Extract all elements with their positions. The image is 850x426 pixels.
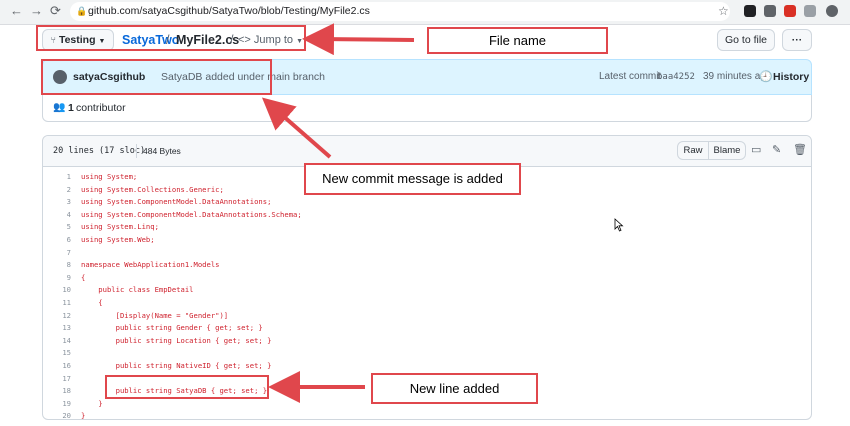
commit-hash[interactable]: baa4252: [657, 72, 695, 82]
line-number[interactable]: 15: [62, 348, 71, 358]
code-line: public class EmpDetail: [81, 285, 194, 295]
line-number[interactable]: 9: [66, 272, 71, 282]
caret-down-icon: ▼: [98, 38, 106, 45]
code-icon: <>: [238, 34, 251, 46]
history-icon: 🕘: [759, 71, 773, 83]
commit-time: 39 minutes ago: [703, 71, 772, 82]
code-line: }: [81, 411, 86, 421]
line-number[interactable]: 12: [62, 310, 71, 320]
line-number[interactable]: 2: [66, 184, 71, 194]
line-number[interactable]: 3: [66, 197, 71, 207]
line-number[interactable]: 14: [62, 335, 71, 345]
github-file-page: ⑂ Testing ▼ SatyaTwo / MyFile2.cs / <> J…: [0, 24, 850, 426]
address-bar[interactable]: 🔒 github.com/satyaCsgithub/SatyaTwo/blob…: [70, 2, 730, 21]
code-line: using System.ComponentModel.DataAnnotati…: [81, 197, 272, 207]
contributor-label[interactable]: contributor: [76, 102, 126, 114]
line-number[interactable]: 13: [62, 323, 71, 333]
avatar[interactable]: [53, 70, 67, 84]
reload-icon[interactable]: ⟳: [50, 3, 61, 18]
line-number[interactable]: 11: [62, 298, 71, 307]
code-line: {: [81, 298, 103, 307]
line-number[interactable]: 18: [62, 386, 71, 396]
contributors-bar: 👥 1 contributor: [42, 95, 812, 122]
file-name-callout: File name: [427, 27, 608, 54]
line-number[interactable]: 10: [62, 285, 71, 295]
code-line: namespace WebApplication1.Models: [81, 260, 220, 270]
code-line: {: [81, 272, 86, 282]
code-line: public string NativeID { get; set; }: [81, 361, 272, 370]
lock-icon: 🔒: [76, 6, 88, 16]
profile-avatar[interactable]: [826, 5, 838, 17]
forward-icon[interactable]: →: [30, 3, 43, 18]
code-line: using System;: [81, 172, 138, 181]
url-text: github.com/satyaCsgithub/SatyaTwo/blob/T…: [88, 5, 370, 17]
line-number[interactable]: 20: [62, 411, 71, 421]
divider: [136, 144, 137, 158]
new-line-callout: New line added: [371, 373, 538, 404]
commit-message-highlight: [41, 59, 272, 95]
breadcrumb-repo-link[interactable]: SatyaTwo: [122, 33, 180, 47]
code-line: [Display(Name = "Gender")]: [81, 310, 229, 320]
people-icon: 👥: [53, 102, 66, 113]
branch-icon: ⑂: [50, 35, 57, 45]
blame-button[interactable]: Blame: [708, 141, 746, 160]
breadcrumb-file-name: MyFile2.cs: [176, 33, 240, 47]
extension-icon[interactable]: [744, 5, 756, 17]
back-icon[interactable]: ←: [10, 3, 23, 18]
line-number[interactable]: 1: [66, 172, 71, 181]
more-options-button[interactable]: ···: [782, 29, 812, 51]
jump-to-label: Jump to: [253, 34, 294, 46]
code-line: public string Gender { get; set; }: [81, 323, 263, 333]
code-line: public string SatyaDB { get; set; }: [81, 386, 268, 396]
jump-to-menu[interactable]: <> Jump to ▼: [238, 34, 303, 46]
desktop-icon[interactable]: ▭: [751, 144, 762, 156]
commit-message-callout: New commit message is added: [304, 163, 521, 195]
code-line: }: [81, 398, 103, 408]
line-number[interactable]: 16: [62, 361, 71, 370]
extension-icon[interactable]: [764, 5, 776, 17]
line-number[interactable]: 5: [66, 222, 71, 232]
breadcrumb-separator: /: [166, 33, 170, 47]
extension-icon[interactable]: [784, 5, 796, 17]
mouse-cursor-icon: [614, 218, 624, 232]
raw-button[interactable]: Raw: [677, 141, 709, 160]
code-line: using System.Collections.Generic;: [81, 184, 224, 194]
line-number[interactable]: 7: [66, 247, 71, 257]
line-number[interactable]: 19: [62, 398, 71, 408]
browser-toolbar: ← → ⟳ 🔒 github.com/satyaCsgithub/SatyaTw…: [0, 0, 850, 25]
file-viewer: 20 lines (17 sloc) 484 Bytes Raw Blame ▭…: [42, 135, 812, 420]
branch-name: Testing: [58, 34, 96, 46]
line-number[interactable]: 8: [66, 260, 71, 270]
code-line: using System.Web;: [81, 235, 155, 244]
code-line: using System.Linq;: [81, 222, 159, 232]
latest-commit-label: Latest commit: [599, 71, 662, 82]
file-name-highlight: [36, 25, 306, 51]
caret-down-icon: ▼: [296, 38, 304, 45]
trash-icon[interactable]: 🗑: [793, 144, 807, 156]
commit-author[interactable]: satyaCsgithub: [73, 71, 146, 83]
contributor-count[interactable]: 1: [68, 102, 74, 114]
file-line-count: 20 lines (17 sloc): [53, 146, 146, 156]
bookmark-star-icon[interactable]: ☆: [718, 4, 729, 18]
extensions-puzzle-icon[interactable]: [804, 5, 816, 17]
code-line: public string Location { get; set; }: [81, 335, 272, 345]
go-to-file-button[interactable]: Go to file: [717, 29, 775, 51]
file-header: 20 lines (17 sloc) 484 Bytes Raw Blame ▭…: [43, 136, 811, 167]
breadcrumb-separator: /: [230, 33, 234, 47]
line-number[interactable]: 6: [66, 235, 71, 244]
latest-commit-bar: satyaCsgithub SatyaDB added under main b…: [42, 59, 812, 95]
file-size: 484 Bytes: [143, 146, 181, 156]
new-line-highlight: [105, 375, 269, 399]
code-line: using System.ComponentModel.DataAnnotati…: [81, 209, 302, 219]
line-number[interactable]: 17: [62, 373, 71, 383]
commit-message[interactable]: SatyaDB added under main branch: [161, 71, 326, 83]
pencil-icon[interactable]: ✎: [772, 144, 782, 156]
line-number[interactable]: 4: [66, 209, 71, 219]
history-link[interactable]: History: [773, 71, 810, 83]
